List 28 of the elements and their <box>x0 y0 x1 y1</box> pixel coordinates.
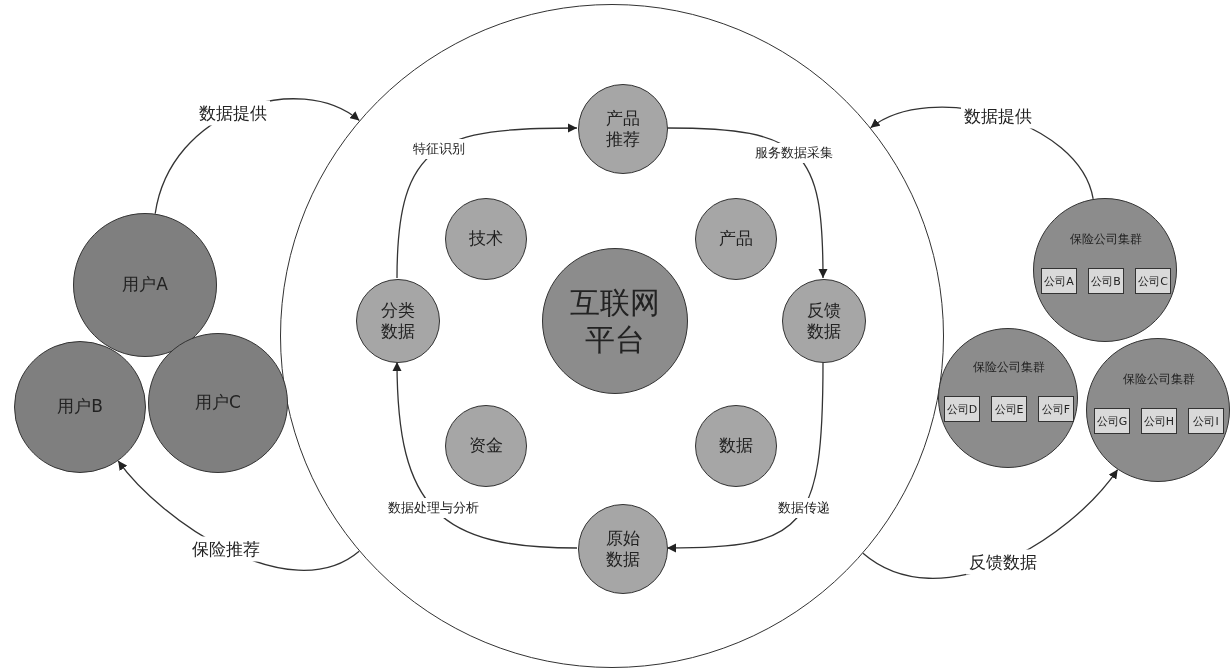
arrow <box>666 361 824 553</box>
company-box: 公司H <box>1141 408 1177 434</box>
topic-circle: 原始数据 <box>578 504 668 594</box>
company-box: 公司I <box>1188 408 1224 434</box>
user-circle: 用户A <box>73 213 217 357</box>
cluster-heading: 保险公司集群 <box>973 359 1045 376</box>
user-circle: 用户C <box>148 333 288 473</box>
company-box: 公司B <box>1088 268 1124 294</box>
company-box: 公司D <box>944 396 980 422</box>
company-box: 公司E <box>991 396 1027 422</box>
arrow <box>392 361 578 549</box>
arrow <box>666 127 828 279</box>
edge-label: 数据提供 <box>196 100 271 125</box>
topic-circle: 资金 <box>445 405 527 487</box>
company-box: 公司G <box>1094 408 1130 434</box>
topic-circle: 分类数据 <box>356 279 440 363</box>
user-circle: 用户B <box>14 341 146 473</box>
topic-circle: 产品推荐 <box>578 84 668 174</box>
core-circle: 互联网平台 <box>542 248 688 394</box>
company-box: 公司A <box>1041 268 1077 294</box>
topic-circle: 技术 <box>445 198 527 280</box>
topic-circle: 数据 <box>695 405 777 487</box>
cluster-heading: 保险公司集群 <box>1123 371 1195 388</box>
company-box: 公司C <box>1135 268 1171 294</box>
topic-circle: 产品 <box>695 198 777 280</box>
topic-circle: 反馈数据 <box>782 279 866 363</box>
cluster-heading: 保险公司集群 <box>1070 231 1142 248</box>
company-box: 公司F <box>1038 396 1074 422</box>
